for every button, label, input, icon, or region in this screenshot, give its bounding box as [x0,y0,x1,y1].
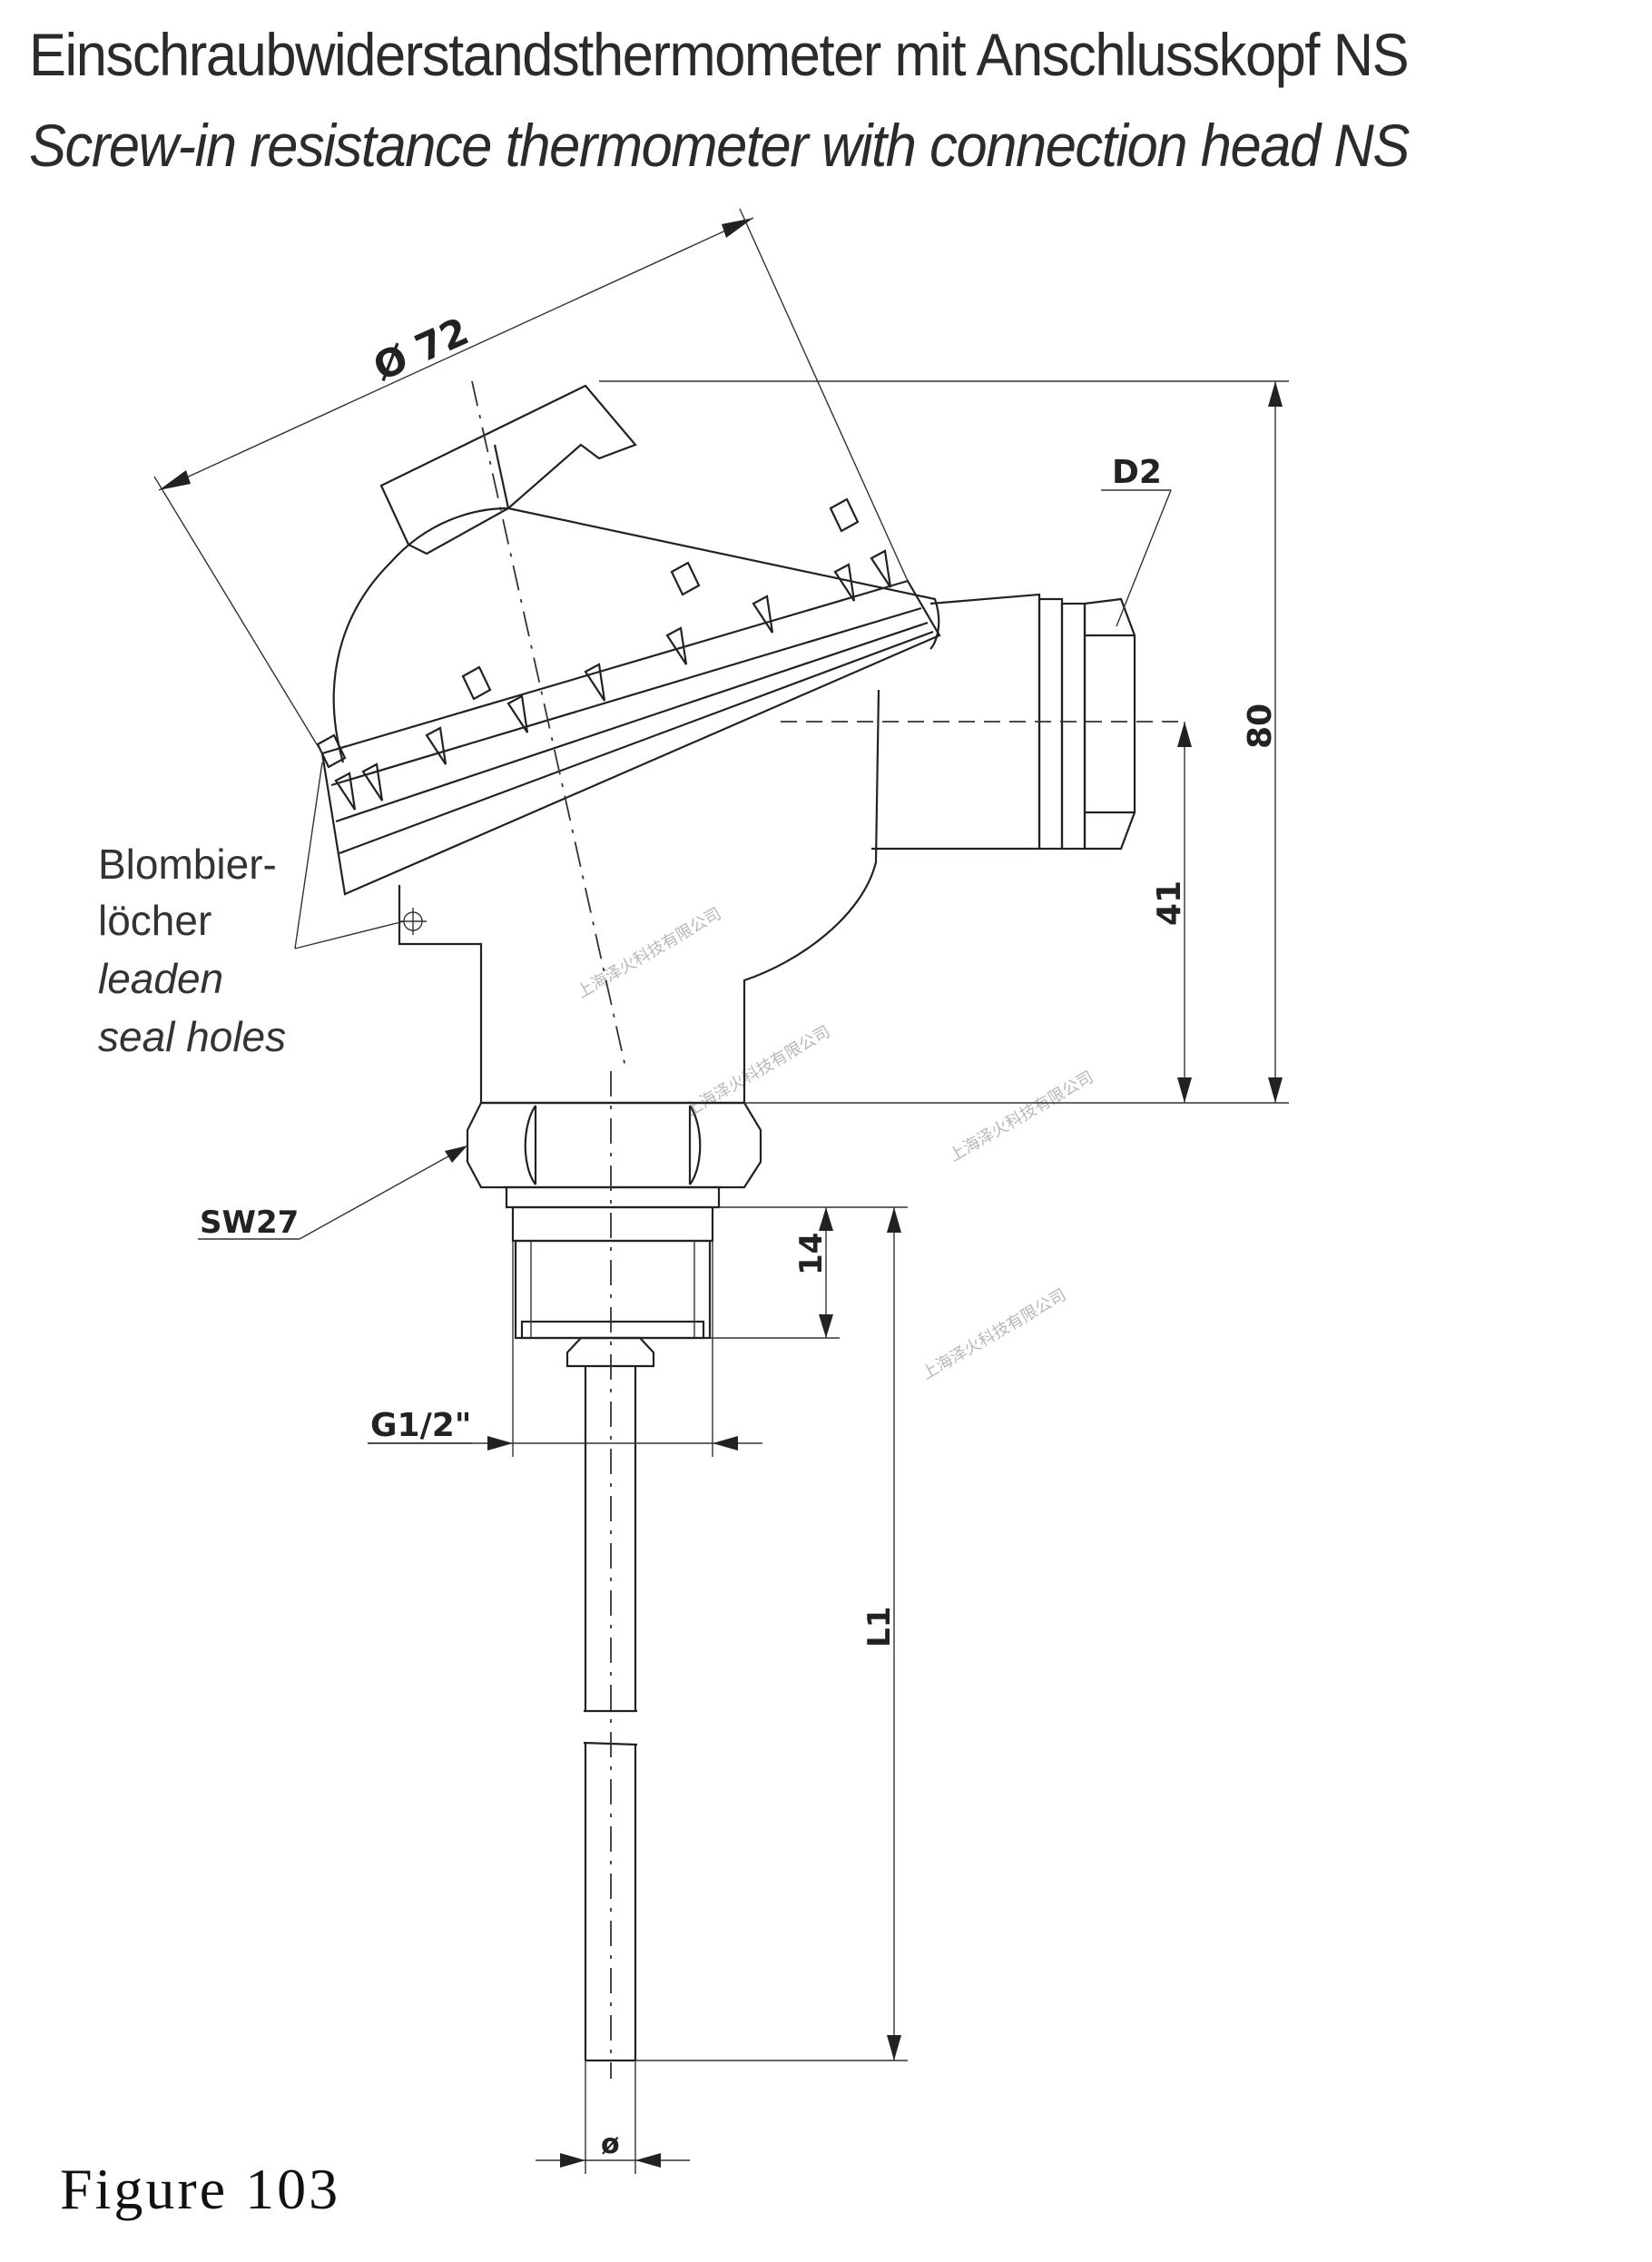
dim-height-41: 41 [1151,722,1192,1103]
dim-height-80: 80 [599,380,1289,1104]
thread-section [505,1185,721,1368]
L1-label: L1 [861,1607,898,1647]
leader-d2: D2 [1101,454,1172,627]
title-english: Screw-in resistance thermometer with con… [29,112,1410,179]
head-cover [316,384,941,896]
head-body [398,593,1136,1105]
seal-label-en-2: seal holes [98,1013,286,1060]
figure-label: Figure 103 [60,2157,341,2221]
watermark-text: 上海泽火科技有限公司 [919,1285,1069,1382]
watermark-text: 上海泽火科技有限公司 [574,904,724,1001]
dim-thread-g12: G1/2" [368,1241,762,1457]
seal-holes-label: Blombier- löcher leaden seal holes [98,841,286,1060]
thread-g12-label: G1/2" [370,1407,472,1444]
leader-sw27: SW27 [198,1146,467,1241]
seal-label-de-2: löcher [98,897,211,944]
seal-label-de-1: Blombier- [98,841,277,888]
diameter-72-label: Ø 72 [367,309,475,389]
leader-seal-holes [294,762,405,949]
sw27-label: SW27 [200,1205,299,1241]
height-80-label: 80 [1242,703,1279,749]
d2-label: D2 [1112,454,1162,491]
height-41-label: 41 [1151,880,1188,926]
hex-nut [466,1101,762,1189]
dim-head-diameter: Ø 72 [153,208,909,754]
dim-thread-14: 14 [710,1206,908,1339]
title-german: Einschraubwiderstandsthermometer mit Ans… [29,21,1410,88]
watermark: 上海泽火科技有限公司 上海泽火科技有限公司 上海泽火科技有限公司 上海泽火科技有… [574,904,1096,1382]
center-lines [471,380,1185,2079]
probe-diameter-label: ø [601,2129,620,2160]
dim-probe-diameter: ø [536,2060,690,2174]
thread-14-label: 14 [793,1233,830,1275]
probe-stem [583,1366,638,2062]
watermark-text: 上海泽火科技有限公司 [683,1022,833,1119]
dim-L1: L1 [635,1207,908,2061]
seal-label-en-1: leaden [98,955,223,1002]
watermark-text: 上海泽火科技有限公司 [946,1067,1096,1165]
